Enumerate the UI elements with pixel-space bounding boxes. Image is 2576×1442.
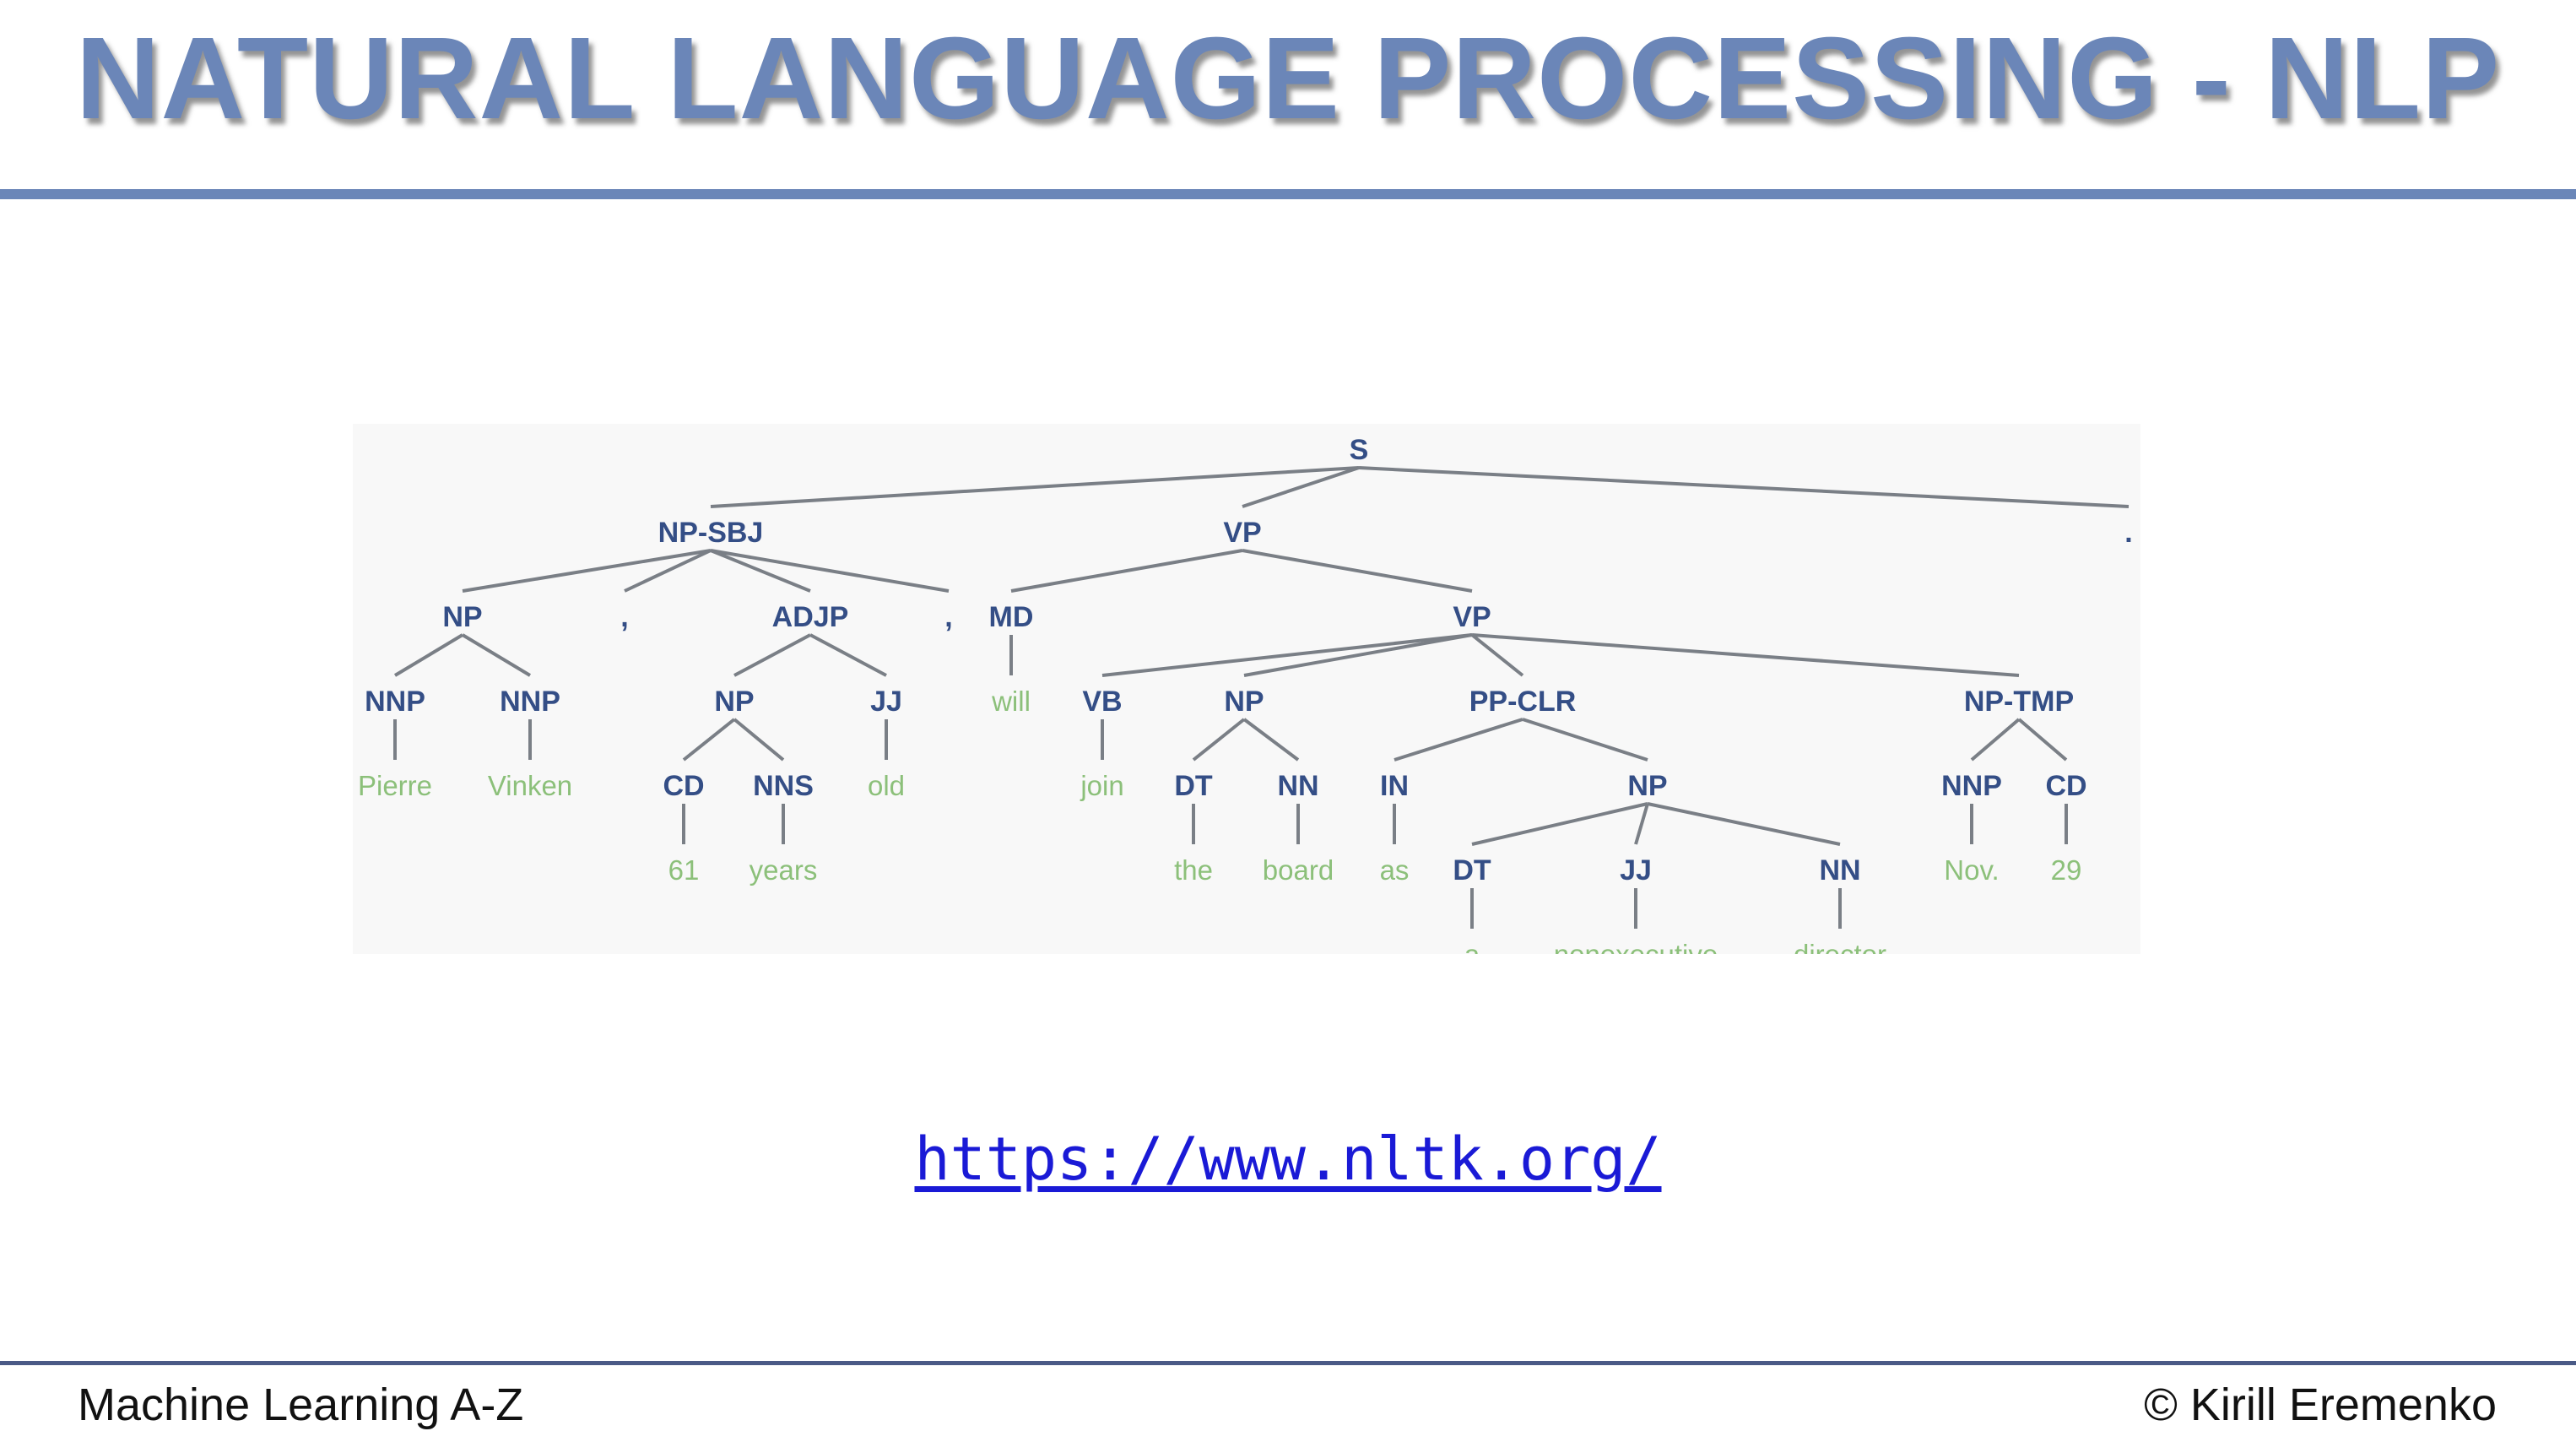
tree-tag-node: PP-CLR bbox=[1469, 686, 1577, 718]
tree-edge bbox=[1634, 803, 1649, 845]
tree-edge bbox=[393, 633, 464, 677]
tree-edge bbox=[1471, 802, 1648, 846]
tree-tag-node: NP-TMP bbox=[1964, 686, 2074, 718]
tree-tag-node: VP bbox=[1223, 517, 1261, 549]
tree-edge bbox=[462, 549, 712, 593]
tree-edge bbox=[1470, 633, 1524, 677]
tree-edges bbox=[393, 466, 2130, 929]
tree-tag-node: NN bbox=[1819, 854, 1860, 886]
tree-tag-node: IN bbox=[1380, 770, 1409, 802]
tree-word-node: Nov. bbox=[1944, 854, 1999, 886]
tree-edge bbox=[1647, 802, 1841, 846]
tree-tag-node: MD bbox=[989, 601, 1034, 633]
tree-edge bbox=[710, 549, 950, 593]
tree-tag-node: CD bbox=[663, 770, 704, 802]
tree-word-node: nonexecutive bbox=[1554, 939, 1718, 954]
slide-title: NATURAL LANGUAGE PROCESSING - NLP bbox=[75, 14, 2501, 144]
parse-tree-diagram: S NP-SBJ VP. NP, ADJP, MD VP NNP NNP NP JJ will VB NP… bbox=[358, 434, 2133, 954]
tree-word-node: Pierre bbox=[358, 770, 432, 801]
tree-edge bbox=[1243, 633, 1473, 677]
tree-edge bbox=[1471, 633, 2020, 677]
tree-edge bbox=[1242, 549, 1473, 593]
footer-divider bbox=[0, 1361, 2576, 1365]
tree-tag-node: VP bbox=[1453, 601, 1491, 633]
tree-word-node: the bbox=[1174, 854, 1213, 886]
tree-tag-node: NP bbox=[1224, 686, 1264, 718]
tree-edge bbox=[1358, 466, 2130, 508]
tree-nodes: S NP-SBJ VP. NP, ADJP, MD VP NNP NNP NP JJ will VB NP… bbox=[358, 434, 2133, 954]
tree-word-node: Vinken bbox=[488, 770, 572, 801]
tree-tag-node: NP bbox=[714, 686, 754, 718]
tree-word-node: join bbox=[1080, 770, 1123, 801]
tree-tag-node: ADJP bbox=[772, 601, 849, 633]
tree-tag-node: S bbox=[1350, 434, 1369, 466]
tree-tag-node: NP bbox=[442, 601, 482, 633]
tree-word-node: will bbox=[991, 686, 1031, 717]
tree-tag-node: NNP bbox=[500, 686, 560, 718]
tree-tag-node: NNP bbox=[365, 686, 425, 718]
parse-tree-panel bbox=[353, 424, 2140, 954]
tree-tag-node: JJ bbox=[1620, 854, 1652, 886]
tree-edge bbox=[710, 549, 811, 593]
tree-edge bbox=[1101, 633, 1473, 677]
tree-tag-node: NP-SBJ bbox=[658, 517, 764, 549]
tree-edge bbox=[1522, 718, 1648, 762]
tree-tag-node: NNP bbox=[1941, 770, 2002, 802]
tree-edge bbox=[809, 633, 887, 677]
tree-edge bbox=[1192, 718, 1246, 762]
tree-edge bbox=[1394, 718, 1523, 762]
tree-edge bbox=[1970, 718, 2021, 762]
tree-word-node: board bbox=[1263, 854, 1334, 886]
course-name: Machine Learning A-Z bbox=[78, 1380, 524, 1430]
tree-word-node: a bbox=[1464, 939, 1480, 954]
tree-edge bbox=[2017, 718, 2068, 762]
tree-edge bbox=[710, 466, 1360, 508]
tree-tag-node: DT bbox=[1174, 770, 1213, 802]
tree-edge bbox=[1242, 718, 1300, 762]
tree-edge bbox=[733, 633, 811, 677]
header-divider bbox=[0, 189, 2576, 199]
tree-edge bbox=[1010, 549, 1243, 593]
tree-tag-node: NNS bbox=[753, 770, 814, 802]
tree-tag-node: VB bbox=[1082, 686, 1122, 718]
tree-word-node: 29 bbox=[2051, 854, 2082, 886]
tree-word-node: years bbox=[750, 854, 818, 886]
tree-tag-node: CD bbox=[2045, 770, 2086, 802]
tree-word-node: 61 bbox=[668, 854, 700, 886]
tree-tag-node: . bbox=[2124, 517, 2132, 549]
tree-tag-node: , bbox=[944, 601, 952, 633]
tree-word-node: as bbox=[1380, 854, 1410, 886]
tree-edge bbox=[1242, 466, 1360, 508]
tree-word-node: old bbox=[868, 770, 905, 801]
tree-tag-node: , bbox=[620, 601, 628, 633]
tree-tag-node: DT bbox=[1453, 854, 1491, 886]
tree-word-node: director bbox=[1794, 939, 1886, 954]
copyright-notice: © Kirill Eremenko bbox=[2144, 1380, 2497, 1430]
nltk-link[interactable]: https://www.nltk.org/ bbox=[914, 1125, 1662, 1194]
tree-edge bbox=[682, 718, 736, 762]
tree-edge bbox=[461, 633, 532, 677]
tree-edge bbox=[624, 549, 712, 593]
tree-edge bbox=[733, 718, 785, 762]
tree-tag-node: NP bbox=[1627, 770, 1667, 802]
tree-tag-node: NN bbox=[1277, 770, 1318, 802]
tree-tag-node: JJ bbox=[870, 686, 902, 718]
